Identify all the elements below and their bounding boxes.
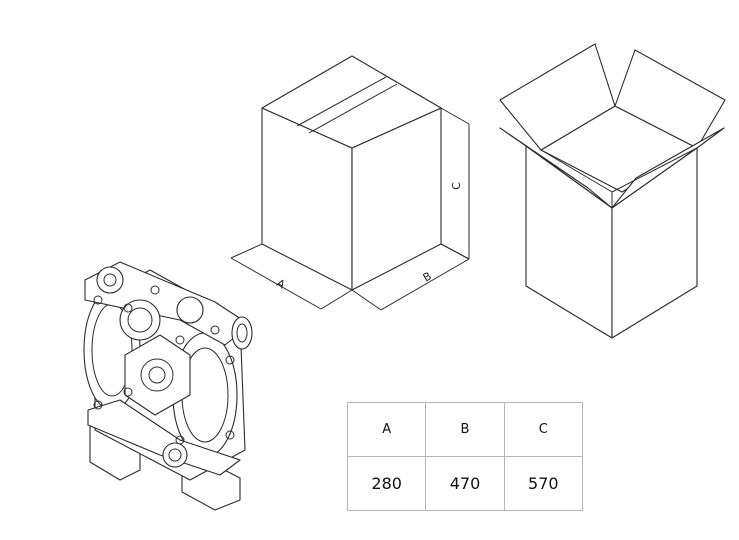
diaphragm-pump-drawing xyxy=(83,261,253,511)
table-row: 280 470 570 xyxy=(346,456,584,511)
closed-box xyxy=(261,55,442,291)
open-box xyxy=(499,43,726,339)
table-header-c: C xyxy=(503,402,584,457)
table-header-a: A xyxy=(346,402,427,457)
table-header-row: A B C xyxy=(346,402,584,457)
table-value-b: 470 xyxy=(425,456,505,511)
dimension-lines: A B C xyxy=(230,107,470,311)
table-header-b: B xyxy=(425,402,505,457)
dimension-label-b: B xyxy=(421,269,434,284)
dimensions-table: A B C 280 470 570 xyxy=(346,402,584,511)
dimension-label-c: C xyxy=(450,182,463,190)
table-value-c: 570 xyxy=(503,456,584,511)
table-value-a: 280 xyxy=(346,456,427,511)
